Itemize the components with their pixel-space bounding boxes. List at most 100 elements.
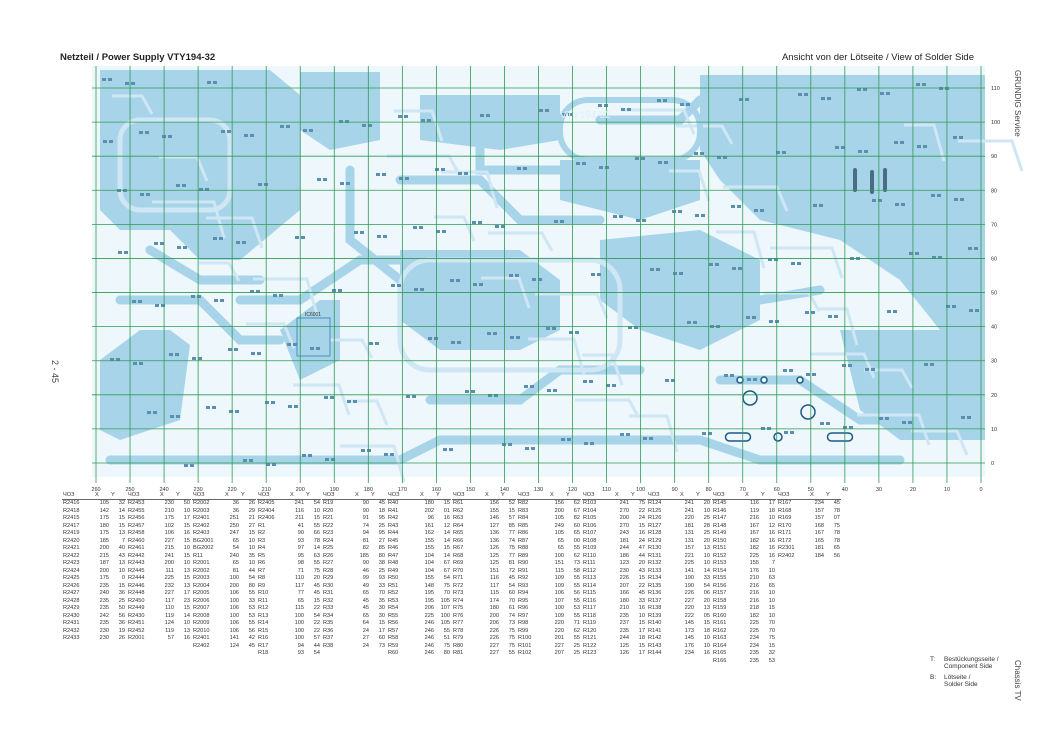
part-x: 106 (554, 590, 564, 596)
part-x: 175 (164, 515, 174, 521)
pad-b-31 (382, 173, 386, 176)
pad-b-36 (567, 438, 571, 441)
pad-b-143 (161, 304, 165, 307)
part-ref: R148 (713, 522, 727, 529)
part-x: 165 (814, 537, 824, 544)
part-y: 55 (573, 635, 580, 641)
pad-b-69 (915, 252, 919, 255)
pad-33 (450, 279, 454, 282)
pad-18 (768, 258, 772, 261)
part-y: 44 (638, 552, 645, 559)
pad-111 (717, 156, 721, 159)
part-ref: R56 (388, 620, 399, 626)
part-ref: R2453 (128, 500, 145, 506)
part-ref: R169 (778, 515, 792, 521)
pad-136 (769, 320, 773, 323)
part-x: 210 (164, 507, 174, 514)
part-x: 131 (684, 530, 694, 536)
pad-b-30 (345, 120, 349, 123)
pad-b-17 (737, 205, 741, 208)
part-y: 73 (573, 560, 580, 566)
table-header: X (224, 490, 240, 500)
part-y: 75 (768, 635, 775, 641)
part-x: 221 (684, 552, 694, 559)
copper-plane-1 (300, 72, 380, 150)
part-ref: R26 (323, 552, 334, 559)
pad-b-80 (449, 448, 453, 451)
thin-trace-2 (206, 216, 264, 249)
part-y: 53 (248, 605, 255, 611)
part-ref: R155 (713, 575, 727, 581)
part-ref: R156 (713, 582, 727, 589)
pad-155 (599, 166, 603, 169)
pad-b-38 (641, 157, 645, 160)
part-ref: R97 (518, 612, 529, 619)
pad-b-34 (493, 332, 497, 335)
part-ref: R91 (518, 567, 529, 574)
pad-107 (569, 331, 573, 334)
thin-trace-0 (112, 94, 154, 115)
pad-b-58 (508, 443, 512, 446)
loop-trace-c (117, 117, 233, 213)
part-x: 225 (749, 620, 759, 626)
part-x: 226 (684, 590, 694, 596)
thin-trace-35 (904, 123, 946, 162)
pad-144 (192, 357, 196, 360)
part-ref: R16 (258, 635, 269, 641)
part-x: 100 (554, 552, 564, 559)
part-y: 07 (833, 515, 840, 521)
axis-y-tick: 0 (991, 461, 994, 467)
part-ref: R2301 (778, 545, 795, 551)
pad-b-107 (575, 331, 579, 334)
pad-92 (887, 310, 891, 313)
part-ref: R2002 (193, 567, 210, 574)
part-y: 7 (771, 560, 775, 566)
pad-135 (732, 267, 736, 270)
part-x: 136 (489, 530, 499, 536)
part-ref: R161 (713, 620, 727, 626)
part-y: 75 (443, 582, 450, 589)
copper-plane-3 (760, 140, 950, 250)
pad-137 (806, 373, 810, 376)
part-x: 157 (814, 507, 824, 514)
pad-117 (939, 87, 943, 90)
part-ref: R60 (388, 650, 399, 656)
thin-trace-26 (481, 276, 531, 309)
part-x: 235 (99, 620, 109, 626)
part-y: 70 (768, 627, 775, 634)
table-header: X (549, 490, 565, 500)
part-y: 10 (768, 597, 775, 604)
part-x: 185 (359, 552, 369, 559)
pad-65 (761, 427, 765, 430)
copper-plane-6 (400, 250, 560, 350)
part-x: 93 (297, 650, 304, 656)
part-y: 15 (443, 500, 450, 506)
part-x: 106 (229, 590, 239, 596)
part-x: 91 (362, 515, 369, 521)
pad-46 (931, 194, 935, 197)
part-ref: R135 (648, 582, 662, 589)
part-ref: R73 (453, 590, 464, 596)
